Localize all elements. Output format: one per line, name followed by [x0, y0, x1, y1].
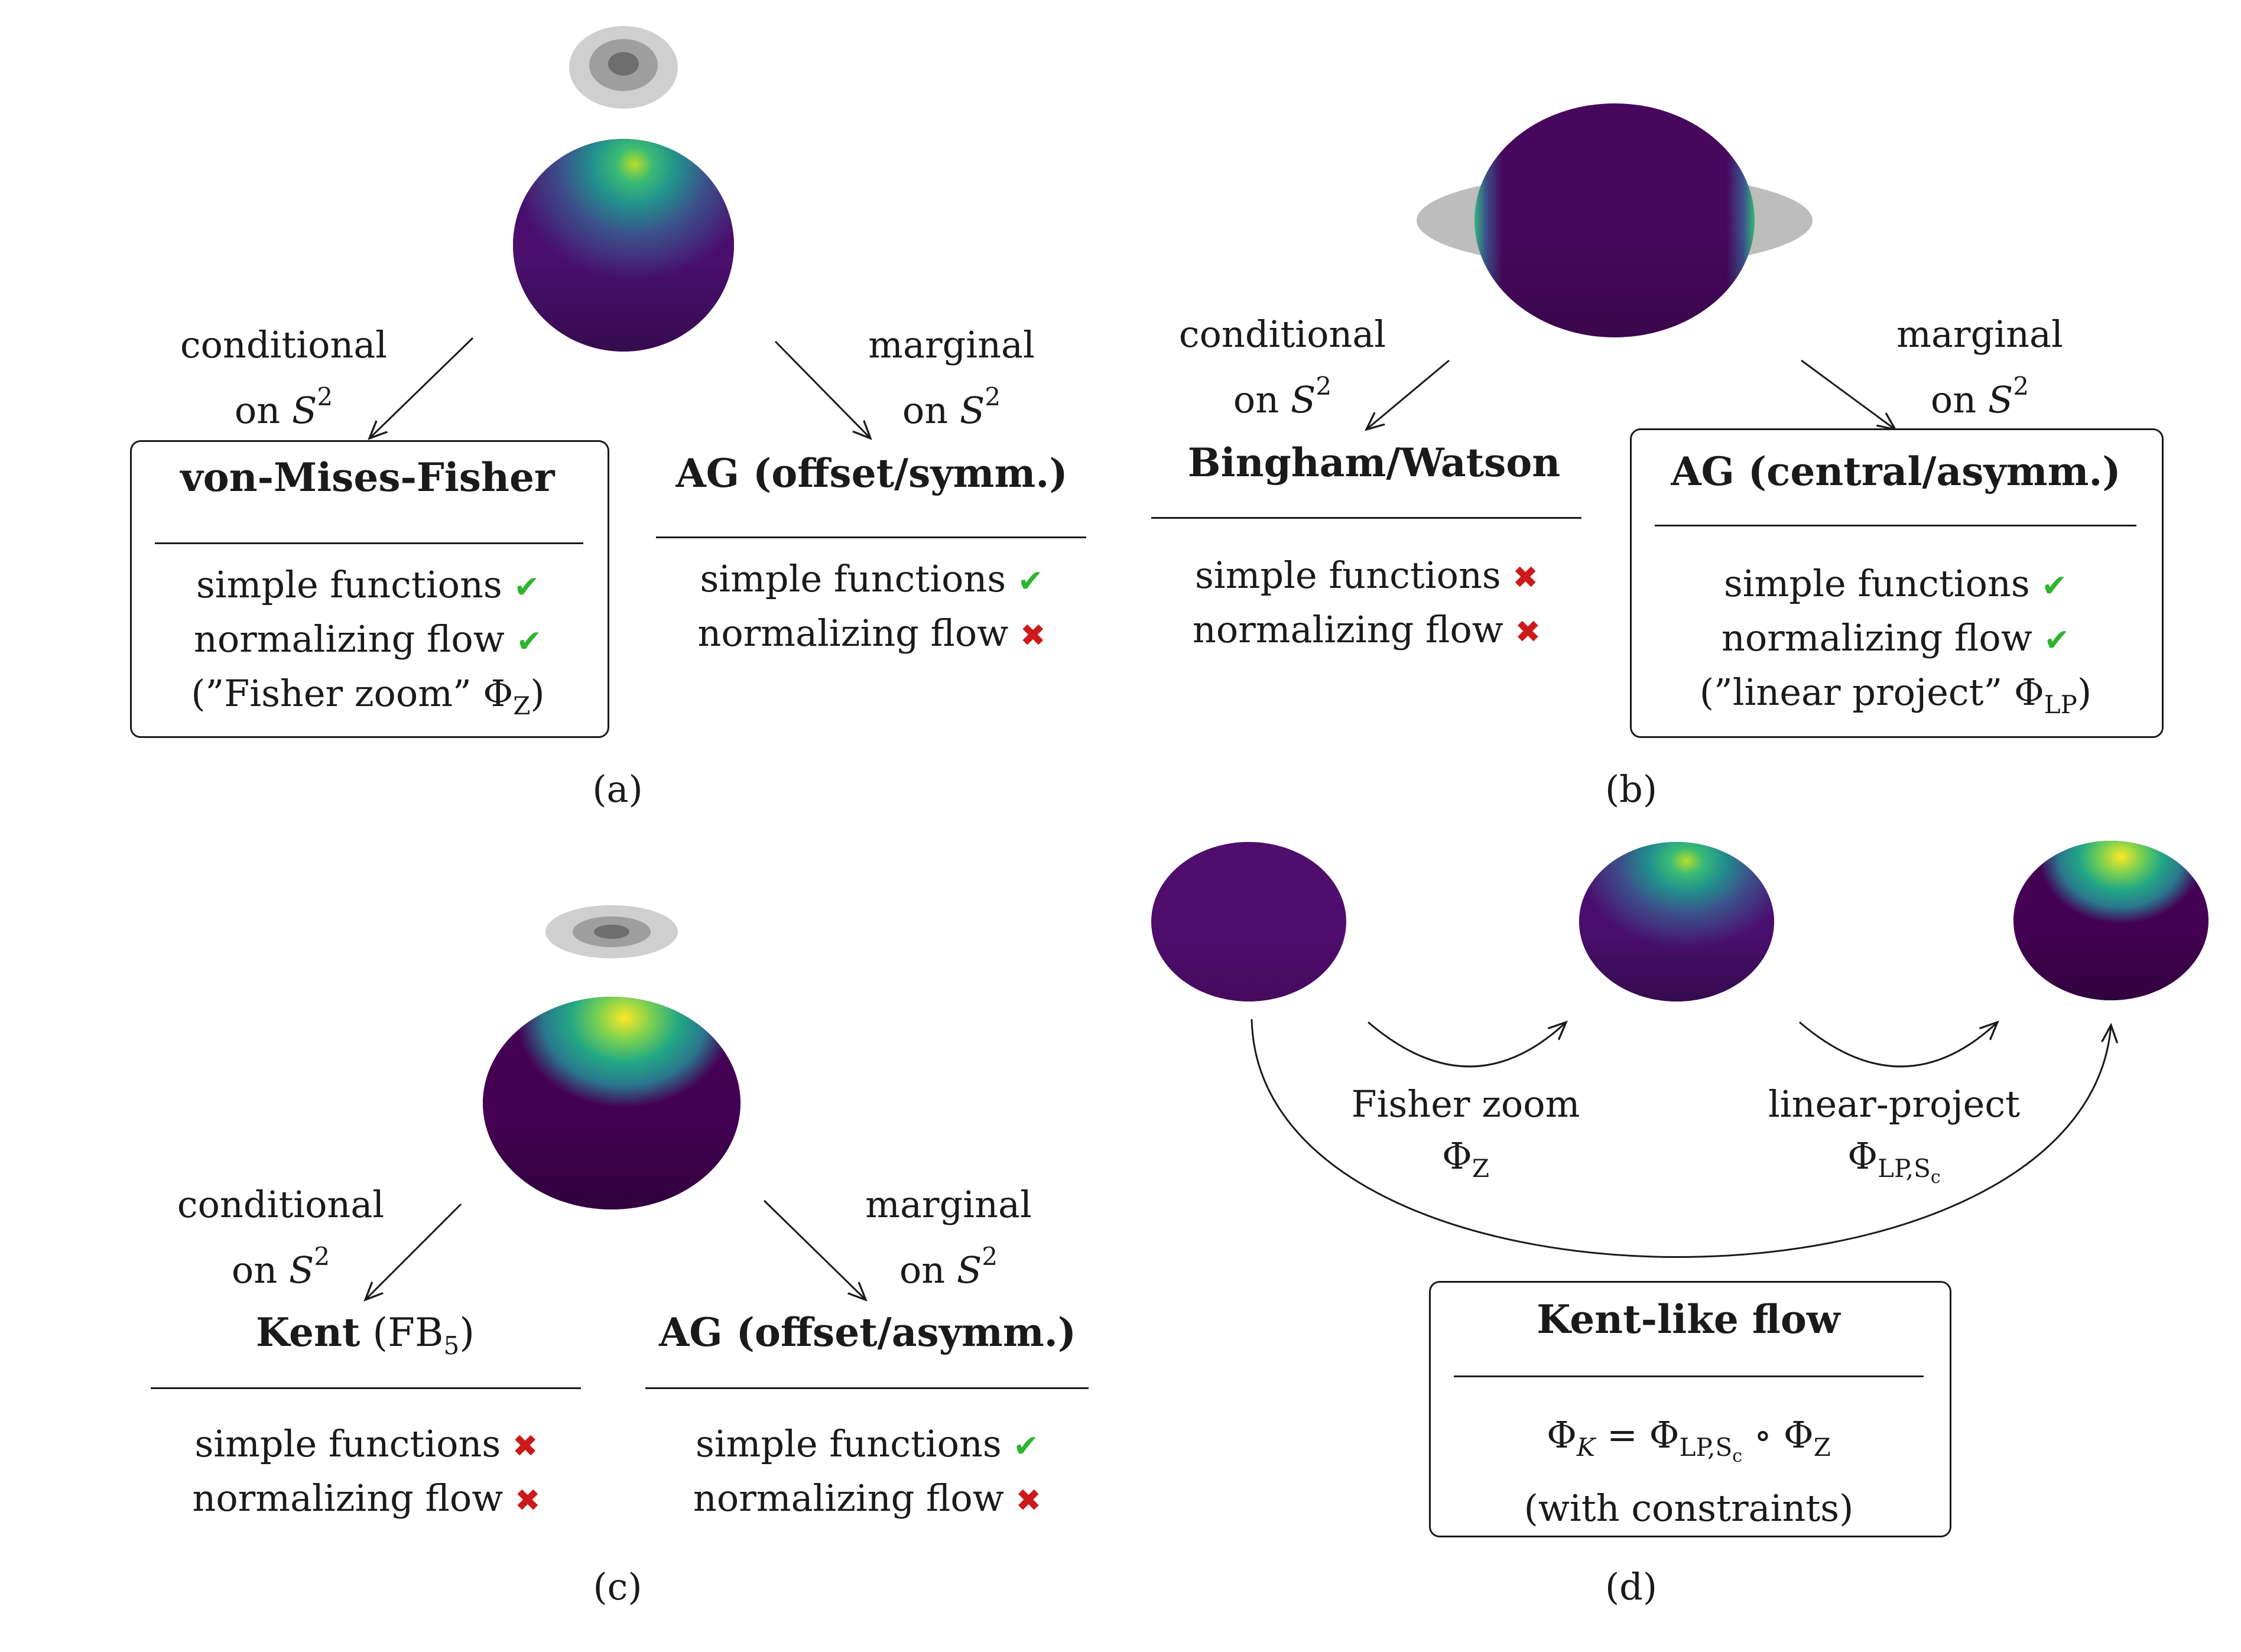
- panel-a-marginal-label: marginal on S2: [868, 323, 1035, 432]
- panel-b-ag-divider: [1655, 525, 2136, 526]
- panel-c-ag-divider: [645, 1387, 1089, 1389]
- panel-b-bingham-divider: [1151, 517, 1581, 519]
- panel-d-kent-like-box: [1429, 1281, 1951, 1537]
- panel-d-kent-like-formula: ΦK = ΦLP,Sc ∘ ΦZ (with constraints): [1524, 1413, 1854, 1530]
- panel-c-sphere: [483, 997, 740, 1209]
- panel-d-sphere-uniform: [1151, 842, 1346, 1001]
- panel-d-arrow-composite: [1251, 1019, 2111, 1258]
- panel-d-linear-project-label: linear-project ΦLP,Sc: [1768, 1082, 2021, 1188]
- panel-b-bingham-title: Bingham/Watson: [1187, 440, 1561, 486]
- panel-b-left-arrow: [1366, 359, 1450, 430]
- panel-d-kent-like-title: Kent-like flow: [1537, 1296, 1840, 1342]
- panel-a-vmf-divider: [155, 542, 583, 544]
- panel-a-ag-title: AG (offset/symm.): [675, 450, 1068, 496]
- panel-d-arrow-linear-project: [1799, 1022, 1998, 1068]
- panel-d-caption: (d): [1605, 1565, 1658, 1608]
- panel-b-ag-box: [1630, 428, 2164, 738]
- panel-c-shadow: [545, 905, 678, 958]
- panel-b-marginal-label: marginal on S2: [1896, 313, 2063, 421]
- panel-a-vmf-box: [130, 440, 609, 738]
- panel-a-sphere: [513, 139, 734, 352]
- panel-c-conditional-label: conditional on S2: [177, 1183, 385, 1292]
- panel-a-ag-properties: simple functions ✔ normalizing flow ✖: [697, 557, 1046, 655]
- panel-c-right-arrow: [763, 1199, 866, 1300]
- panel-c-caption: (c): [593, 1565, 642, 1608]
- panel-b-caption: (b): [1605, 768, 1658, 811]
- panel-b-sphere: [1474, 103, 1755, 337]
- panel-c-ag-title: AG (offset/asymm.): [659, 1309, 1076, 1355]
- panel-b-ag-title: AG (central/asymm.): [1671, 448, 2121, 495]
- panel-a-ag-divider: [656, 536, 1086, 538]
- panel-c-ag-properties: simple functions ✔ normalizing flow ✖: [693, 1422, 1042, 1520]
- panel-b-bingham-properties: simple functions ✖ normalizing flow ✖: [1192, 554, 1541, 651]
- panel-a-shadow: [569, 26, 678, 109]
- panel-a-left-arrow: [369, 337, 474, 438]
- panel-d-fisher-zoom-label: Fisher zoom ΦZ: [1351, 1082, 1580, 1183]
- panel-d-sphere-vmf: [1579, 842, 1774, 1001]
- panel-d-kent-like-divider: [1454, 1375, 1924, 1377]
- panel-b-ag-properties: simple functions ✔ normalizing flow ✔ (”…: [1699, 562, 2092, 719]
- panel-c-kent-divider: [151, 1387, 581, 1389]
- panel-a-vmf-properties: simple functions ✔ normalizing flow ✔ (”…: [191, 563, 545, 720]
- panel-a-right-arrow: [774, 340, 871, 438]
- panel-c-kent-title: Kent (FB5): [256, 1309, 475, 1360]
- panel-c-kent-properties: simple functions ✖ normalizing flow ✖: [192, 1422, 541, 1520]
- panel-b-conditional-label: conditional on S2: [1178, 313, 1386, 421]
- panel-c-marginal-label: marginal on S2: [865, 1183, 1032, 1292]
- panel-a-caption: (a): [592, 768, 643, 811]
- panel-a-vmf-title: von-Mises-Fisher: [180, 454, 555, 500]
- panel-c-left-arrow: [365, 1203, 462, 1300]
- panel-d-sphere-kent: [2013, 841, 2208, 1000]
- panel-b-right-arrow: [1801, 359, 1895, 430]
- panel-a-conditional-label: conditional on S2: [180, 323, 388, 432]
- panel-d-arrow-fisher-zoom: [1368, 1022, 1566, 1068]
